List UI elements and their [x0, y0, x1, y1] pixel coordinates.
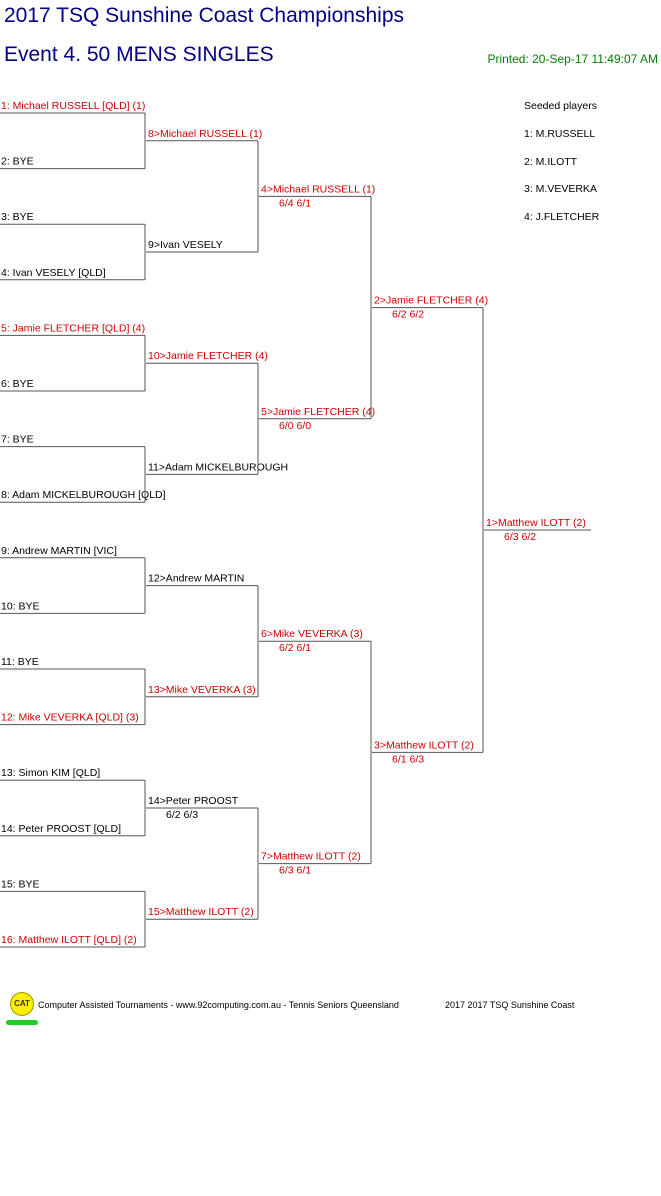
draw-entry: 8: Adam MICKELBUROUGH [QLD] — [1, 489, 166, 501]
match-winner: 13>Mike VEVERKA (3) — [148, 684, 256, 696]
match-score: 6/0 6/0 — [279, 420, 311, 432]
match-winner: 9>Ivan VESELY — [148, 239, 223, 251]
match-score: 6/1 6/3 — [392, 753, 424, 765]
seed-item: 1: M.RUSSELL — [524, 128, 596, 140]
draw-entry: 3: BYE — [1, 211, 34, 223]
page-title: 2017 TSQ Sunshine Coast Championships — [4, 4, 405, 27]
draw-entry: 11: BYE — [1, 656, 39, 668]
event-title: Event 4. 50 MENS SINGLES — [4, 43, 274, 66]
seed-item: 3: M.VEVERKA — [524, 183, 597, 195]
cat-logo-icon: CAT — [10, 992, 34, 1016]
draw-entry: 7: BYE — [1, 434, 34, 446]
printed-timestamp: Printed: 20-Sep-17 11:49:07 AM — [487, 52, 658, 66]
match-winner: 4>Michael RUSSELL (1) — [261, 183, 375, 195]
draw-entry: 13: Simon KIM [QLD] — [1, 767, 100, 779]
match-score: 6/2 6/1 — [279, 642, 311, 654]
match-winner: 5>Jamie FLETCHER (4) — [261, 406, 375, 418]
match-winner: 3>Matthew ILOTT (2) — [374, 739, 474, 751]
match-score: 6/4 6/1 — [279, 197, 311, 209]
match-score: 6/2 6/3 — [166, 809, 198, 821]
footer-credit: Computer Assisted Tournaments - www.92co… — [38, 1000, 399, 1010]
match-winner: 14>Peter PROOST — [148, 795, 239, 807]
match-score: 6/2 6/2 — [392, 309, 424, 321]
draw-entry: 16: Matthew ILOTT [QLD] (2) — [1, 934, 137, 946]
draw-entry: 10: BYE — [1, 600, 40, 612]
footer: CAT Computer Assisted Tournaments - www.… — [0, 992, 661, 1032]
match-winner: 1>Matthew ILOTT (2) — [486, 517, 586, 529]
match-winner: 15>Matthew ILOTT (2) — [148, 906, 254, 918]
seed-item: 4: J.FLETCHER — [524, 211, 600, 223]
match-winner: 8>Michael RUSSELL (1) — [148, 128, 262, 140]
draw-entry: 2: BYE — [1, 156, 34, 168]
match-winner: 7>Matthew ILOTT (2) — [261, 851, 361, 863]
draw-entry: 9: Andrew MARTIN [VIC] — [1, 545, 117, 557]
match-winner: 11>Adam MICKELBUROUGH — [148, 461, 288, 473]
cat-logo-underline — [6, 1020, 38, 1025]
match-winner: 6>Mike VEVERKA (3) — [261, 628, 363, 640]
match-winner: 10>Jamie FLETCHER (4) — [148, 350, 268, 362]
draw-entry: 5: Jamie FLETCHER [QLD] (4) — [1, 322, 145, 334]
draw-entry: 1: Michael RUSSELL [QLD] (1) — [1, 100, 145, 112]
draw-entry: 15: BYE — [1, 878, 40, 890]
seed-item: 2: M.ILOTT — [524, 156, 578, 168]
match-score: 6/3 6/1 — [279, 865, 311, 877]
match-score: 6/3 6/2 — [504, 531, 536, 543]
draw-entry: 6: BYE — [1, 378, 34, 390]
seeded-players-heading: Seeded players — [524, 100, 597, 112]
match-winner: 12>Andrew MARTIN — [148, 573, 244, 585]
draw-entry: 12: Mike VEVERKA [QLD] (3) — [1, 712, 139, 724]
draw-entry: 14: Peter PROOST [QLD] — [1, 823, 121, 835]
match-winner: 2>Jamie FLETCHER (4) — [374, 295, 488, 307]
draw-entry: 4: Ivan VESELY [QLD] — [1, 267, 106, 279]
footer-event-name: 2017 2017 TSQ Sunshine Coast — [445, 1000, 575, 1010]
